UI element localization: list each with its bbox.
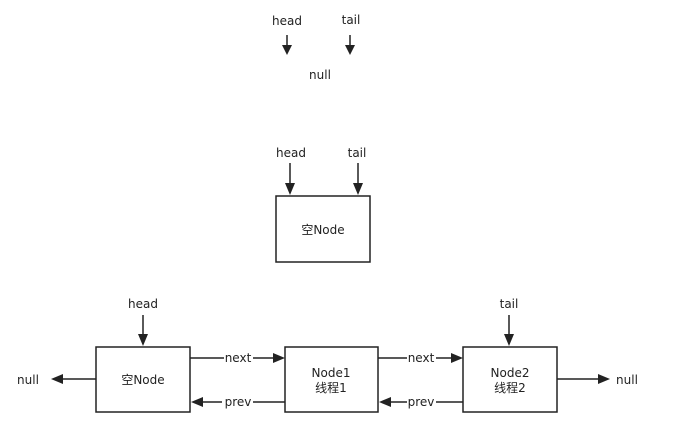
state-empty: head tail null: [272, 13, 360, 82]
init-tail-label: tail: [348, 146, 367, 160]
next-label-2: next: [408, 351, 435, 365]
next-label-1: next: [225, 351, 252, 365]
full-empty-node-label: 空Node: [121, 373, 164, 387]
init-head-arrow: [285, 163, 295, 195]
full-empty-node-box: [95, 346, 191, 413]
state-full: head tail null 空Node Node1 线程1 Node2 线程2: [17, 297, 638, 413]
node1-thread-label: 线程1: [315, 380, 347, 395]
empty-tail-label: tail: [342, 13, 361, 27]
next-arrow-2: [378, 353, 463, 363]
full-tail-arrow: [504, 315, 514, 346]
prev-arrow-1: [191, 397, 285, 407]
full-head-label: head: [128, 297, 158, 311]
prev-arrow-2: [379, 397, 463, 407]
node2-name-label: Node2: [491, 366, 530, 380]
state-initialized: head tail 空Node: [275, 146, 371, 263]
full-head-arrow: [138, 315, 148, 346]
empty-head-arrow: [282, 35, 292, 55]
next-arrow-1: [190, 353, 285, 363]
prev-label-1: prev: [225, 395, 252, 409]
empty-tail-arrow: [345, 35, 355, 55]
node2-box: [462, 346, 558, 413]
empty-head-label: head: [272, 14, 302, 28]
node1-name-label: Node1: [312, 366, 351, 380]
node1-box: [284, 346, 379, 413]
init-empty-node-box: [275, 195, 371, 263]
prev-label-2: prev: [408, 395, 435, 409]
right-null-arrow: [557, 374, 610, 384]
init-tail-arrow: [353, 163, 363, 195]
init-head-label: head: [276, 146, 306, 160]
left-null-arrow: [51, 374, 96, 384]
full-right-null-label: null: [616, 373, 638, 387]
init-empty-node-label: 空Node: [301, 223, 344, 237]
full-left-null-label: null: [17, 373, 39, 387]
full-tail-label: tail: [500, 297, 519, 311]
empty-null-label: null: [309, 68, 331, 82]
node2-thread-label: 线程2: [494, 380, 526, 395]
